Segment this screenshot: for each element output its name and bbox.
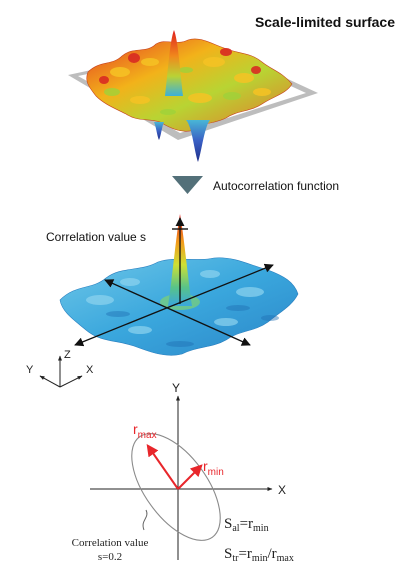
surface-body <box>86 38 293 132</box>
scale-limited-surface <box>68 30 318 162</box>
surface-green-patches <box>104 67 241 115</box>
surface-pit <box>186 120 210 162</box>
surface-spike <box>165 30 183 96</box>
acf-axis-short <box>104 279 251 346</box>
contour-label-line1: Correlation value <box>72 537 149 549</box>
surface-pit-small <box>154 122 164 140</box>
contour-label-line2: s=0.2 <box>98 551 122 563</box>
contour-pointer <box>142 509 148 531</box>
surface-bumps <box>110 57 271 104</box>
sal-equation: Sal=rmin <box>224 516 269 534</box>
axis-orientation-indicator: Z Y X <box>26 349 94 388</box>
axis3d-z-label: Z <box>64 349 71 361</box>
step-triangle-icon <box>172 176 203 194</box>
axis3d-x-label: X <box>86 364 94 376</box>
surface-red-peaks <box>99 48 261 84</box>
axis3d-y-label: Y <box>26 364 34 376</box>
title-text: Scale-limited surface <box>255 14 395 30</box>
step-label: Autocorrelation function <box>213 179 339 193</box>
autocorrelation-surface <box>59 214 299 356</box>
rmin-arrow <box>177 464 203 490</box>
rmin-label: rmin <box>203 458 224 478</box>
plot-x-label: X <box>278 483 286 497</box>
peak-label: Correlation value s <box>46 230 146 244</box>
rmax-arrow <box>146 444 179 490</box>
plot-y-label: Y <box>172 381 180 395</box>
str-equation: Str=rmin/rmax <box>224 546 294 564</box>
contour-plot: X Y rmax rmin Correlation value s=0.2 Sa… <box>72 381 294 564</box>
rmax-label: rmax <box>133 421 157 441</box>
